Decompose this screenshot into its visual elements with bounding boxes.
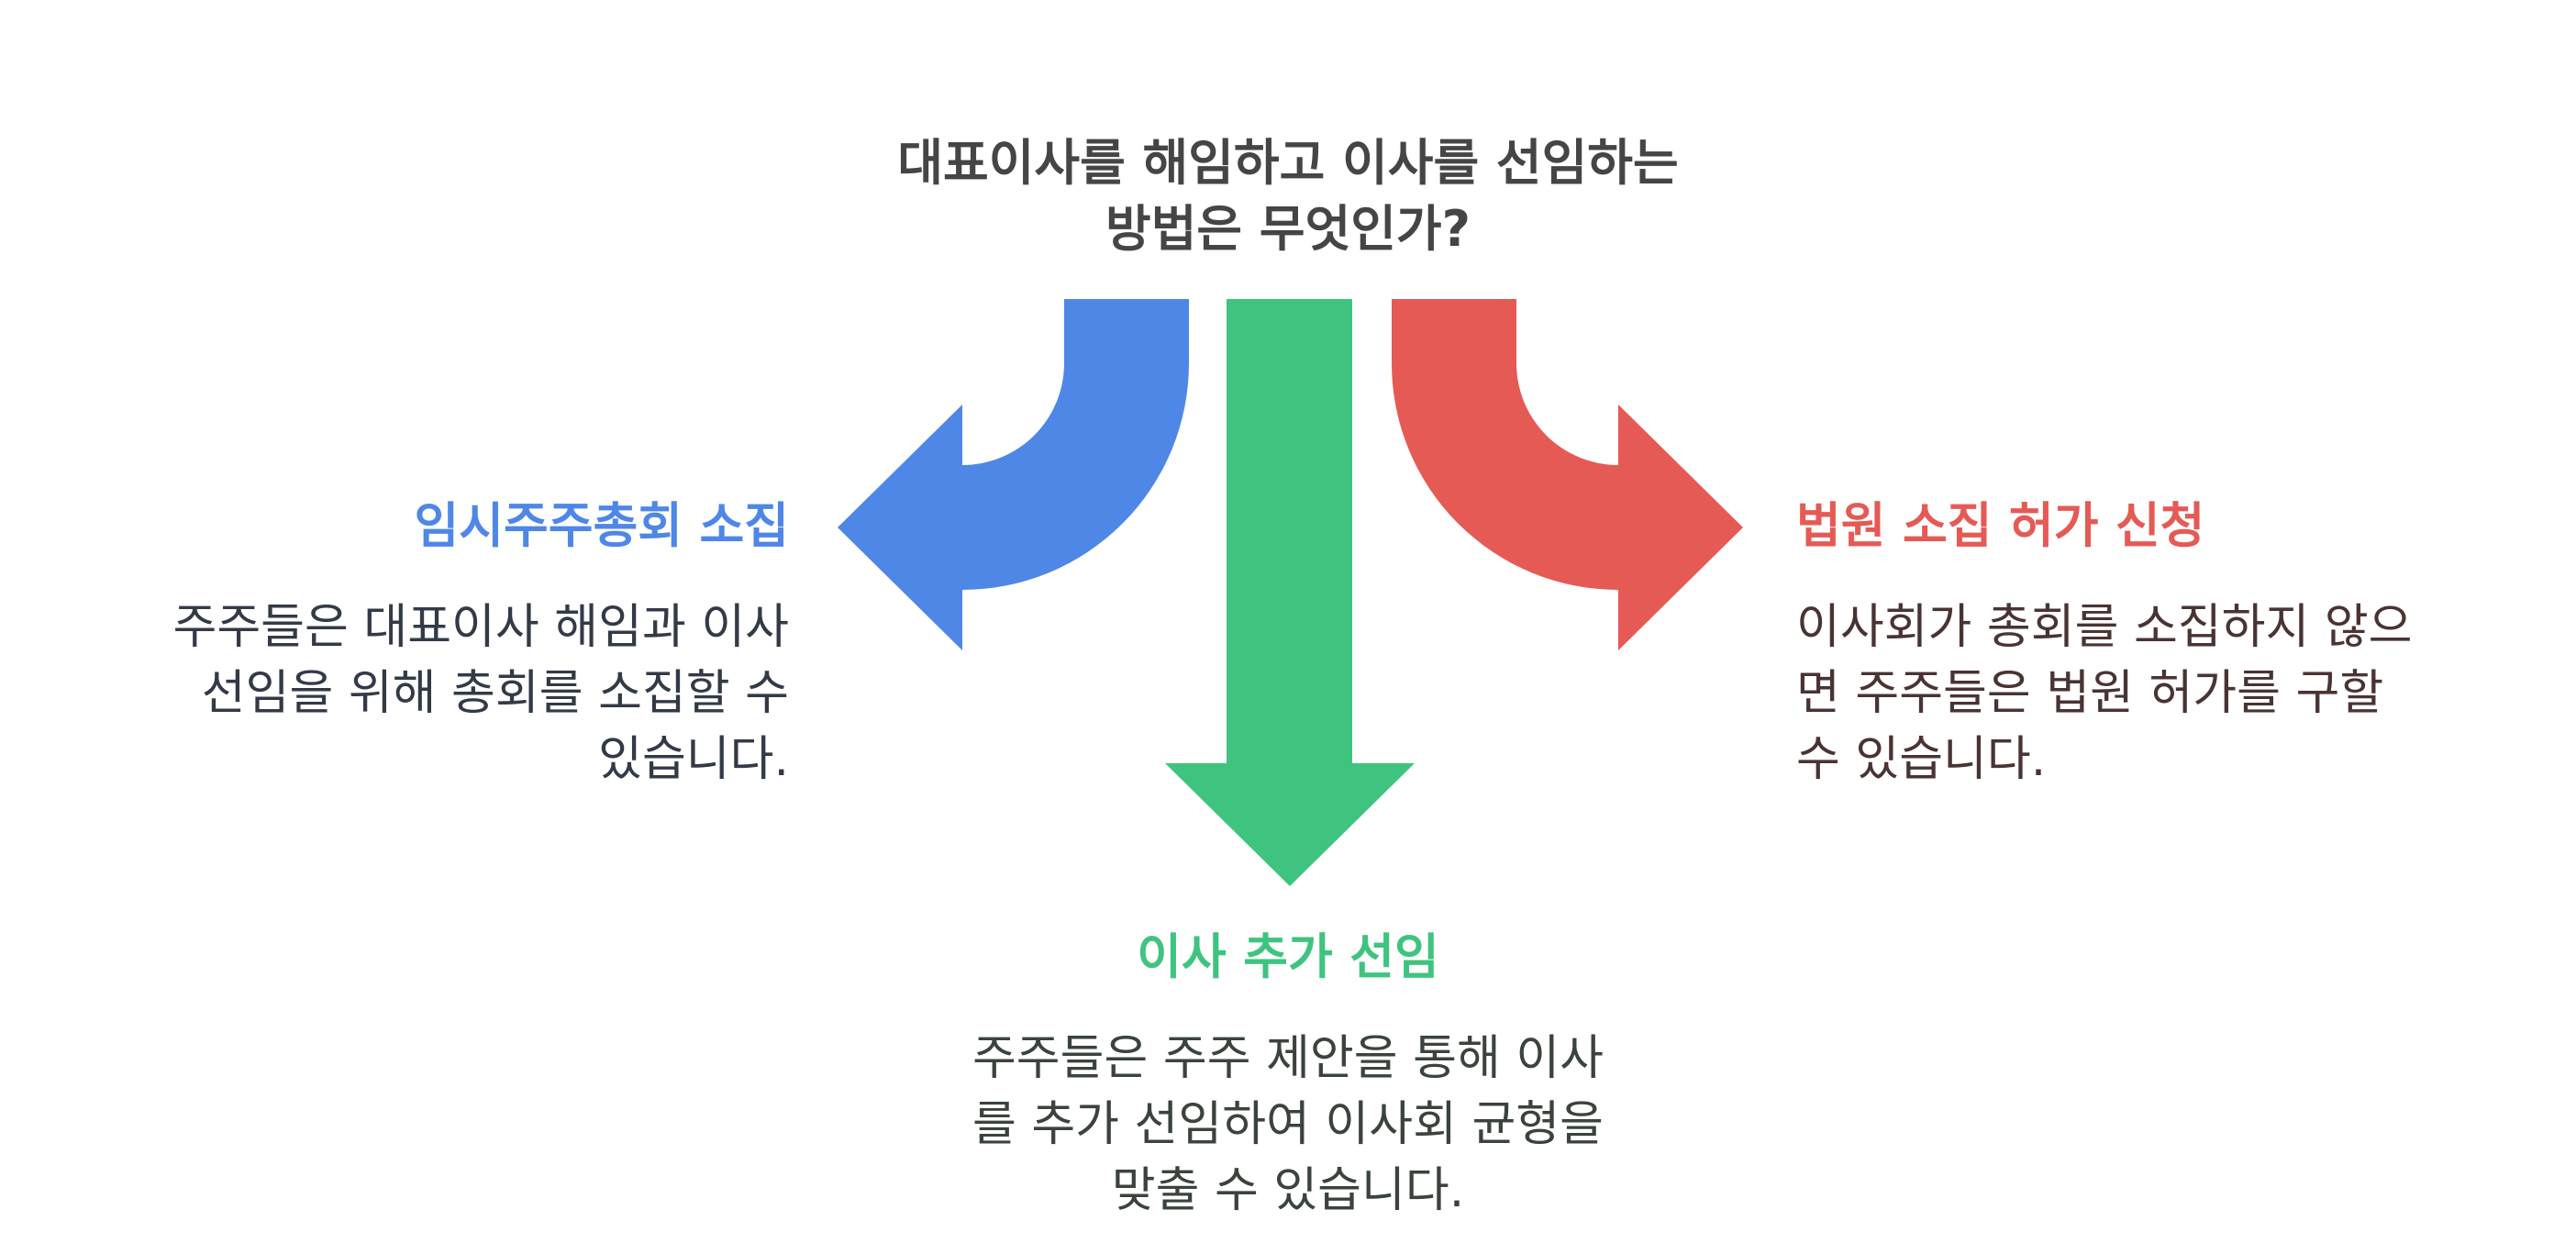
- left-desc-line-1: 주주들은 대표이사 해임과 이사: [172, 600, 789, 655]
- right-branch-title: 법원 소집 허가 신청: [1796, 498, 2205, 554]
- right-branch-description: 이사회가 총회를 소집하지 않으 면 주주들은 법원 허가를 구할 수 있습니다…: [1796, 594, 2413, 793]
- left-branch-description: 주주들은 대표이사 해임과 이사 선임을 위해 총회를 소집할 수 있습니다.: [172, 594, 789, 793]
- left-desc-line-3: 있습니다.: [598, 732, 789, 787]
- center-desc-line-1: 주주들은 주주 제안을 통해 이사: [972, 1031, 1604, 1086]
- center-desc-line-2: 를 추가 선임하여 이사회 균형을: [972, 1097, 1604, 1152]
- title-line-1: 대표이사를 해임하고 이사를 선임하는: [897, 134, 1679, 192]
- right-desc-line-2: 면 주주들은 법원 허가를 구할: [1796, 666, 2384, 721]
- right-desc-line-1: 이사회가 총회를 소집하지 않으: [1796, 600, 2413, 655]
- right-desc-line-3: 수 있습니다.: [1796, 732, 2047, 787]
- title-line-2: 방법은 무엇인가?: [1105, 200, 1471, 258]
- center-branch-title: 이사 추가 선임: [1137, 929, 1439, 985]
- right-arrow: [1392, 299, 1743, 650]
- center-branch-description: 주주들은 주주 제안을 통해 이사 를 추가 선임하여 이사회 균형을 맞출 수…: [829, 1026, 1747, 1224]
- diagram-title: 대표이사를 해임하고 이사를 선임하는 방법은 무엇인가?: [646, 130, 1930, 262]
- left-branch-title: 임시주주총회 소집: [414, 498, 789, 554]
- left-arrow: [838, 299, 1189, 650]
- left-desc-line-2: 선임을 위해 총회를 소집할 수: [201, 666, 789, 721]
- center-arrow: [1165, 299, 1415, 886]
- center-desc-line-3: 맞출 수 있습니다.: [1111, 1163, 1465, 1218]
